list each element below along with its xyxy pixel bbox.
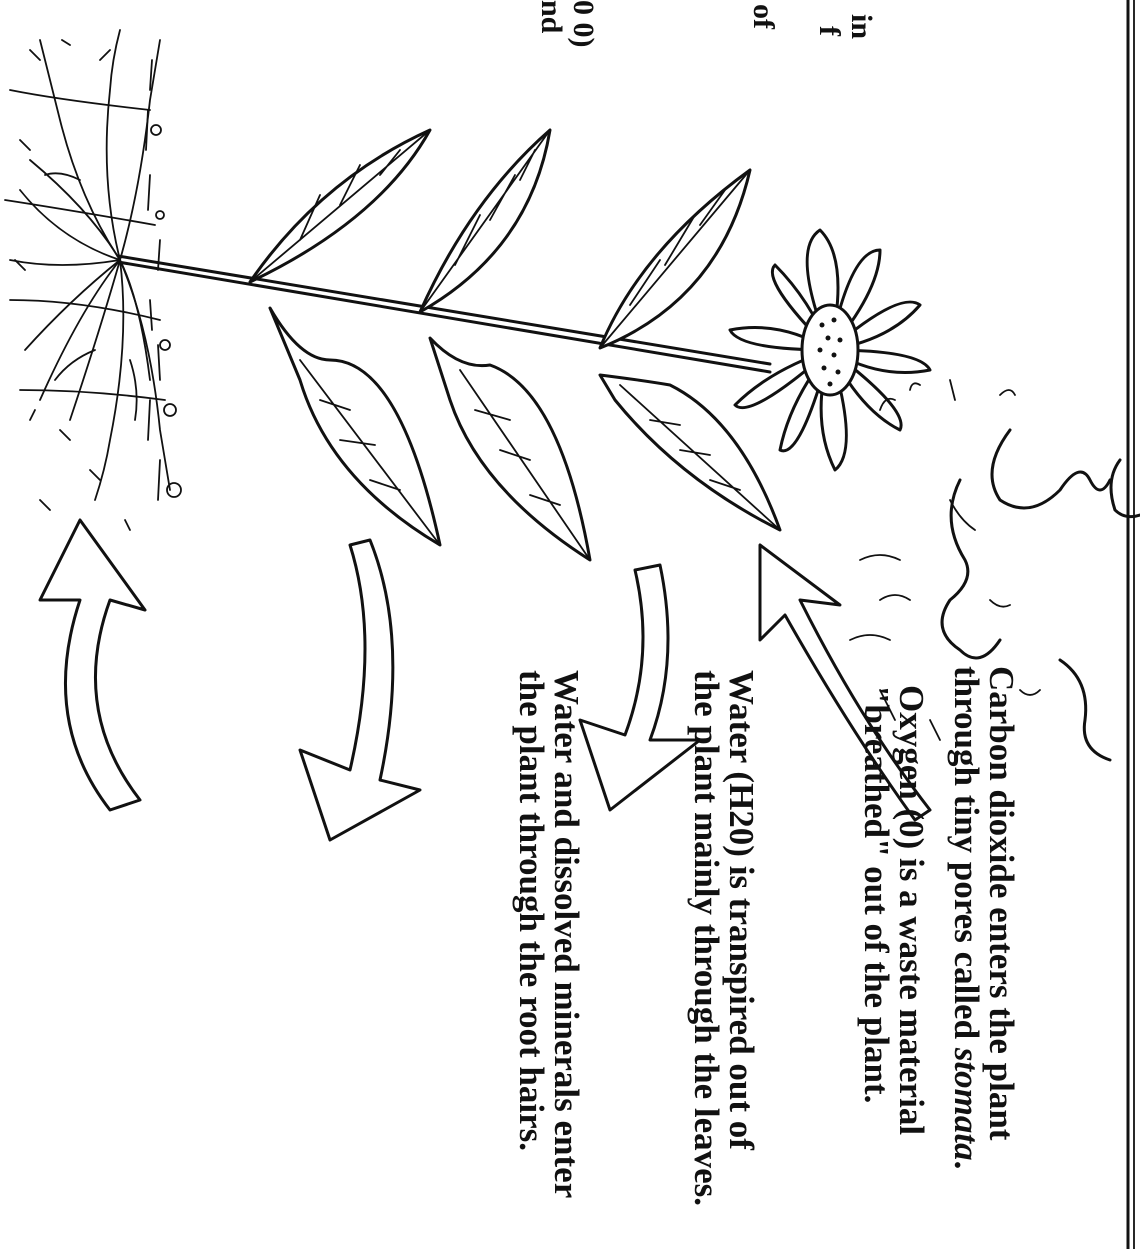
curved-arrow-icon <box>40 520 930 840</box>
caption-oxygen-line1: Oxygen (0) is a waste material <box>892 685 931 1135</box>
edge-fragment-1: in <box>845 14 878 39</box>
caption-water-out-line2: the plant mainly through the leaves. <box>687 670 726 1206</box>
arrow-water-out <box>300 540 420 840</box>
upper-leaves <box>250 130 750 348</box>
caption-water-out: Water (H20) is transpired out of the pla… <box>687 670 761 1206</box>
soil-texture <box>5 40 181 530</box>
caption-water-in-line1: Water and dissolved minerals enter <box>547 670 586 1198</box>
caption-water-in-line2: the plant through the root hairs. <box>512 670 551 1151</box>
caption-water-in: Water and dissolved minerals enter the p… <box>512 670 586 1198</box>
caption-co2-line1: Carbon dioxide enters the plant <box>982 666 1021 1141</box>
edge-fragment-3: of <box>747 4 780 30</box>
caption-oxygen-line2: "breathed" out of the plant. <box>857 685 896 1103</box>
arrow-water-in <box>40 520 145 810</box>
lower-leaves <box>270 308 780 560</box>
caption-carbon-dioxide: Carbon dioxide enters the plant through … <box>947 666 1021 1169</box>
caption-water-out-line1: Water (H20) is transpired out of <box>722 670 761 1150</box>
edge-fragment-2: f <box>813 26 846 37</box>
edge-fragment-5: nd <box>535 0 568 34</box>
flower-icon <box>730 230 930 470</box>
caption-co2-line2: through tiny pores called stomata. <box>947 666 986 1169</box>
roots-icon <box>10 30 170 500</box>
plant-illustration <box>5 30 930 560</box>
caption-oxygen: Oxygen (0) is a waste material "breathed… <box>857 685 931 1135</box>
edge-fragment-4: 0 0) <box>567 0 600 48</box>
arrow-oxygen-out <box>580 565 700 810</box>
